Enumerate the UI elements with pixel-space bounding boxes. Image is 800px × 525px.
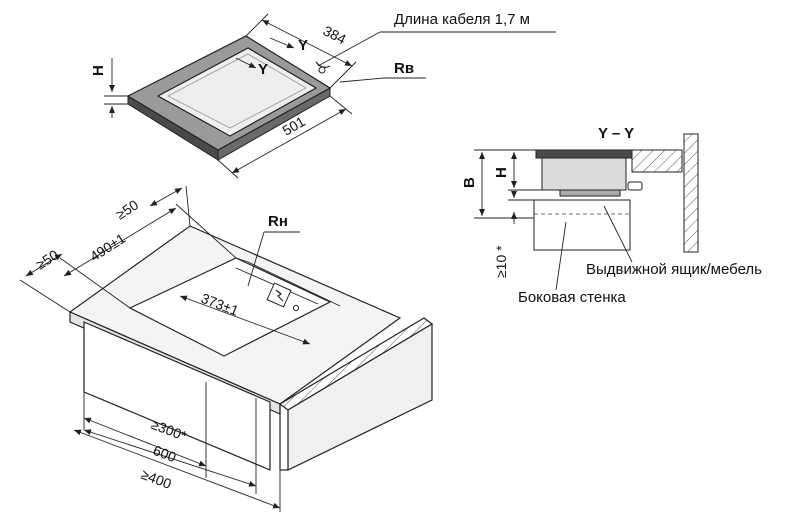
y-label-inner: Y	[258, 61, 268, 78]
rh-label: Rн	[268, 213, 288, 230]
section-cooktop-body	[541, 157, 627, 191]
section-drawer	[533, 199, 631, 251]
rb-label: Rв	[394, 60, 414, 77]
h-label-cooktop: H	[90, 65, 107, 76]
drawer-label: Выдвижной ящик/мебель	[586, 261, 762, 278]
dim-10: ≥10 *	[493, 245, 509, 278]
section-cooktop-top	[535, 149, 633, 159]
section-countertop	[631, 149, 683, 173]
cooktop-drawing: 384 501 H Y Y Длина кабеля 1,7 м Rв	[90, 11, 556, 179]
b-label: B	[461, 177, 478, 188]
dim-50-left: ≥50	[33, 246, 61, 272]
cabinet-drawing: Rн ≥50 490±1 ≥50 373±1 ≥300* 600 ≥400	[19, 185, 434, 512]
dim-490: 490±1	[87, 230, 128, 265]
section-wall	[683, 133, 699, 253]
dim-50-top: ≥50	[113, 196, 141, 222]
cable-length-label: Длина кабеля 1,7 м	[394, 11, 530, 28]
h-label-section: H	[493, 167, 510, 178]
dim-600: 600	[151, 442, 179, 465]
section-yy-drawing: Y – Y B H ≥10 * Выдвижной ящик/мебель Бо…	[461, 125, 762, 306]
dim-384: 384	[321, 22, 349, 47]
section-title: Y – Y	[598, 125, 634, 142]
side-panel-face	[287, 322, 433, 471]
dim-400: ≥400	[139, 466, 174, 492]
side-wall-label: Боковая стенка	[518, 289, 626, 306]
cooktop-glass	[156, 47, 318, 137]
y-label-top: Y	[298, 37, 308, 54]
